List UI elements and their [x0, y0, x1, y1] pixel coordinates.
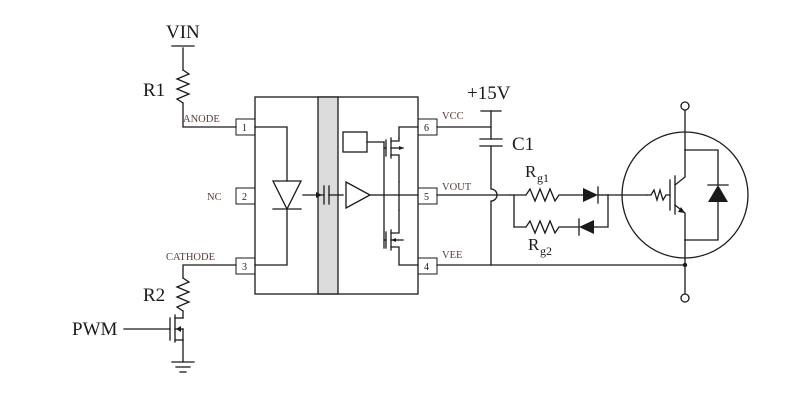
- cathode-wire: [182, 264, 237, 279]
- r2-resistor: [175, 277, 191, 312]
- emitter-junction-dot: [682, 262, 688, 268]
- pin-2-box: [235, 187, 256, 205]
- rg2-subscript: g2: [540, 244, 552, 258]
- rg1-resistor: [509, 187, 584, 203]
- c1-capacitor: [479, 138, 503, 147]
- pin-6-number: 6: [424, 123, 429, 134]
- diode-forward: [583, 186, 609, 204]
- pin-6-name: VCC: [442, 111, 464, 122]
- collector-terminal: [680, 101, 690, 111]
- pin-1-name: ANODE: [183, 114, 220, 125]
- igbt-symbol: [646, 149, 686, 241]
- vin-label: VIN: [166, 22, 200, 43]
- pin-5-number: 5: [424, 192, 429, 203]
- pin-2-name: NC: [207, 192, 222, 203]
- emitter-terminal: [680, 293, 690, 303]
- pin-5-name: VOUT: [442, 182, 472, 193]
- pwm-label: PWM: [72, 319, 118, 340]
- pin-5-box: [417, 187, 438, 205]
- pin-3-box: [235, 257, 256, 275]
- r1-resistor: [175, 69, 191, 104]
- pin-1-number: 1: [242, 123, 247, 134]
- buffer-amplifier: [345, 180, 372, 210]
- c1-bottom-wire: [490, 145, 498, 266]
- pin-4-box: [417, 257, 438, 275]
- rg1-label: R: [525, 162, 537, 181]
- diode-reverse: [578, 194, 609, 236]
- r1-label: R1: [143, 80, 165, 101]
- freewheel-diode: [684, 149, 729, 241]
- pwm-mosfet: [123, 310, 184, 363]
- optical-coupling-icon: [302, 185, 344, 205]
- ground-symbol: [171, 361, 195, 373]
- output-stage: [383, 126, 419, 266]
- pin-3-name: CATHODE: [166, 252, 215, 263]
- r2-label: R2: [143, 285, 165, 306]
- rg1-subscript: g1: [537, 171, 549, 185]
- pin-3-number: 3: [242, 262, 247, 273]
- c1-label: C1: [512, 134, 534, 155]
- pin-4-name: VEE: [442, 250, 462, 261]
- pin-2-number: 2: [242, 192, 247, 203]
- plus15v-label: +15V: [467, 83, 511, 104]
- led-emitter: [254, 126, 303, 266]
- rg2-label: R: [528, 235, 540, 254]
- anode-wire: [182, 102, 237, 128]
- internal-block: [342, 131, 368, 153]
- pin-4-number: 4: [424, 262, 429, 273]
- rg2-resistor: [513, 219, 580, 235]
